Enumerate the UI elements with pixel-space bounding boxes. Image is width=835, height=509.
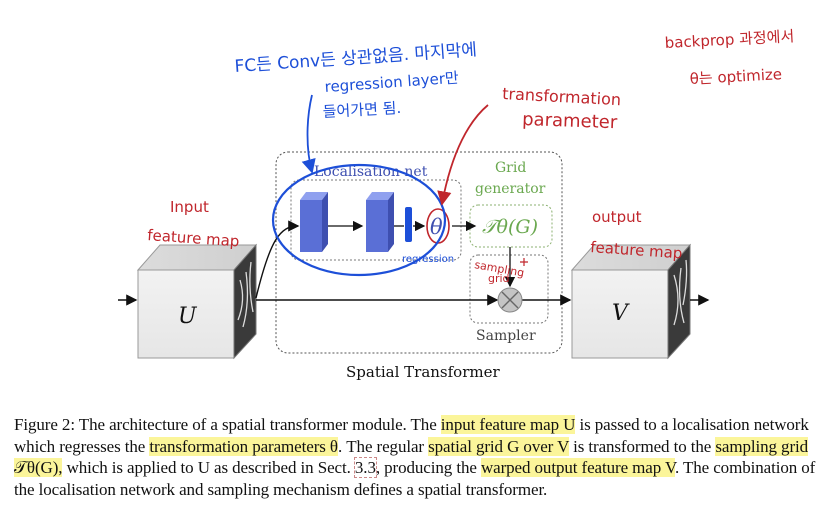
caption-text-5: which is applied to U as described in Se… [62, 458, 355, 477]
regression-note: regression [402, 254, 454, 265]
output-cube [570, 243, 692, 360]
u-to-localisation-arrow [255, 220, 300, 299]
theta-symbol: θ [430, 215, 443, 239]
highlight-spatial-grid: spatial grid G over V [428, 436, 569, 456]
highlight-transformation-parameters: transformation parameters θ [149, 436, 338, 456]
caption-text-2: is passed to a localisation network whic… [14, 415, 809, 456]
sampling-note-2: grid [488, 272, 510, 285]
figure-title: Spatial Transformer [346, 363, 500, 381]
blue-pointer-arrow [301, 94, 316, 174]
localisation-net-box [290, 179, 462, 261]
input-note-1: Input [170, 198, 209, 216]
caption-text-6: , producing the [375, 458, 481, 477]
backprop-note-2: θ는 optimize [689, 65, 782, 88]
figure-caption: Figure 2: The architecture of a spatial … [14, 414, 822, 500]
red-note-parameter: parameter [522, 109, 618, 133]
blue-circle-annotation [271, 163, 447, 277]
input-symbol: U [178, 304, 198, 329]
highlight-warped-output: warped output feature map V [480, 458, 675, 477]
grid-generator-label-1: Grid [495, 160, 526, 176]
grid-generator-label-2: generator [475, 181, 546, 197]
localisation-layer-2 [366, 192, 394, 252]
sampler-node [497, 287, 523, 313]
output-symbol: V [612, 301, 630, 326]
grid-transform-symbol: 𝒯θ(G) [482, 216, 538, 238]
regression-layer [405, 207, 412, 242]
sampler-label: Sampler [476, 328, 536, 344]
caption-text-4: is transformed to the [568, 436, 716, 456]
blue-note-2: regression layer만 [324, 69, 459, 96]
blue-note-3: 들어가면 됨. [322, 99, 401, 121]
section-reference-link[interactable]: 3.3 [353, 457, 377, 478]
spatial-transformer-box [275, 151, 563, 354]
input-cube [136, 243, 258, 360]
caption-text-7: . The combination of the localisation ne… [14, 458, 816, 499]
caption-text-1: Figure 2: The architecture of a spatial … [14, 415, 441, 434]
sampling-mark [520, 258, 528, 266]
output-note-1: output [592, 208, 642, 226]
red-pointer-arrow [437, 104, 489, 206]
backprop-note-1: backprop 과정에서 [664, 27, 794, 52]
highlight-input-feature-map: input feature map U [440, 415, 576, 434]
sampler-box [469, 254, 549, 324]
caption-text-3: . The regular [337, 436, 429, 456]
localisation-net-label: Localisation net [314, 164, 428, 180]
red-note-transformation: transformation [502, 84, 622, 109]
localisation-layer-1 [300, 192, 328, 252]
